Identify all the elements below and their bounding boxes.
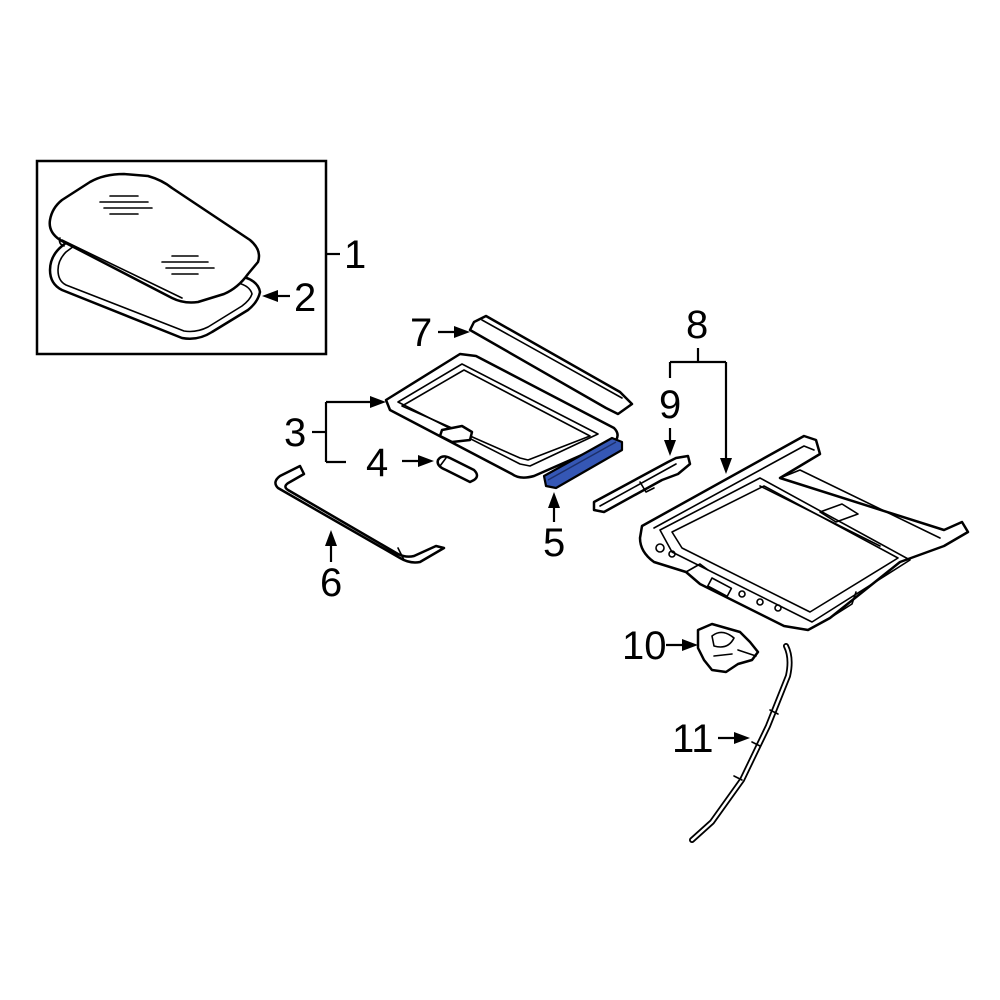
leader-11 <box>718 732 750 744</box>
part-9-side-bracket[interactable] <box>592 454 692 514</box>
part-7-deflector-strip[interactable] <box>468 314 634 416</box>
callout-5: 5 <box>543 521 565 565</box>
part-3-sunshade-panel[interactable] <box>384 352 619 479</box>
leader-5 <box>548 492 560 522</box>
part-10-drive-motor[interactable] <box>696 622 760 674</box>
leader-9 <box>664 428 676 456</box>
leader-10 <box>666 639 698 651</box>
callout-10: 10 <box>622 624 667 668</box>
part-8-sunroof-frame[interactable] <box>638 434 970 632</box>
callout-9: 9 <box>659 383 681 427</box>
bracket-8 <box>668 348 732 474</box>
part-11-drain-hose[interactable] <box>689 643 793 843</box>
glass-assembly-inset-box <box>35 159 328 356</box>
leader-4 <box>402 455 434 467</box>
callout-2: 2 <box>294 276 316 320</box>
callout-7: 7 <box>410 311 432 355</box>
callout-11: 11 <box>672 717 714 761</box>
callout-4: 4 <box>366 441 388 485</box>
leader-2 <box>262 290 290 302</box>
part-4-sunshade-handle[interactable] <box>436 455 479 484</box>
part-5-guide-rail-highlighted[interactable] <box>542 436 624 490</box>
leader-6 <box>325 530 337 562</box>
callout-8: 8 <box>686 303 708 347</box>
part-1-sunroof-glass[interactable] <box>48 172 261 304</box>
glass-glare-mark-2 <box>161 255 215 275</box>
callout-6: 6 <box>320 561 342 605</box>
callout-1: 1 <box>344 233 366 277</box>
bracket-3 <box>312 396 386 464</box>
part-6-trim-molding[interactable] <box>274 464 446 564</box>
glass-glare-mark-1 <box>99 195 153 215</box>
leader-7 <box>438 326 470 338</box>
callout-3: 3 <box>284 411 306 455</box>
